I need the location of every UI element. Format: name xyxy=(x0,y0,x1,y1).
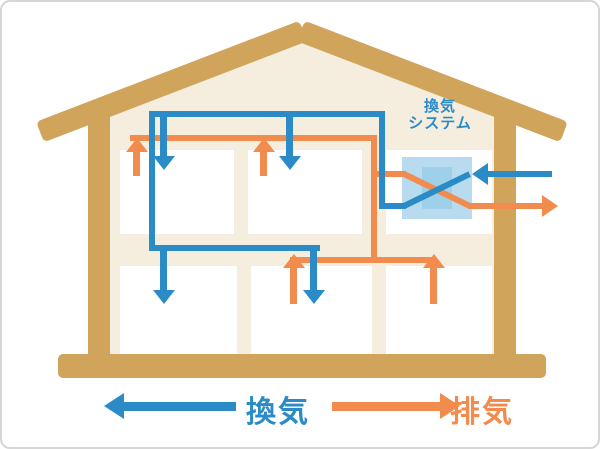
supply-vent-arrow-icon xyxy=(279,156,301,170)
supply-duct-top xyxy=(152,111,382,117)
legend-intake-arrow-body xyxy=(124,402,236,411)
legend-exhaust-label: 排気 xyxy=(450,395,514,430)
supply-vent-arrow-icon xyxy=(303,290,325,304)
exhaust-duct-lower xyxy=(290,257,436,263)
exhaust-vent-arrow-body xyxy=(290,268,297,304)
legend-exhaust-arrow-body xyxy=(332,402,440,411)
exhaust-vent-arrow-icon xyxy=(126,138,148,152)
supply-vent-arrow-icon xyxy=(153,156,175,170)
exhaust-riser xyxy=(371,135,377,263)
wall-right xyxy=(494,110,516,356)
supply-vent-arrow-body xyxy=(286,114,293,156)
exhaust-stub-to-unit xyxy=(371,171,406,177)
supply-vent-arrow-icon xyxy=(153,290,175,304)
supply-stub-to-unit xyxy=(379,203,406,209)
exhaust-vent-arrow-icon xyxy=(283,254,305,268)
supply-vent-arrow-body xyxy=(160,114,167,156)
legend: 換気 排気 xyxy=(2,382,598,432)
ventilation-system-label-line2: システム xyxy=(408,114,472,132)
outdoor-exhaust-arrow-icon xyxy=(542,195,558,217)
legend-intake-label: 換気 xyxy=(246,395,310,430)
house-foundation xyxy=(58,354,546,378)
exhaust-vent-arrow-body xyxy=(260,152,267,176)
supply-vent-arrow-body xyxy=(310,248,317,290)
exhaust-vent-arrow-body xyxy=(430,268,437,304)
outdoor-intake-pipe xyxy=(488,171,552,177)
room-lower-right xyxy=(386,266,492,354)
outdoor-intake-arrow-icon xyxy=(472,163,488,185)
supply-vent-arrow-body xyxy=(160,248,167,290)
room-upper-middle xyxy=(248,150,362,234)
supply-drop-left xyxy=(149,111,155,251)
exhaust-vent-arrow-icon xyxy=(423,254,445,268)
exhaust-vent-arrow-body xyxy=(133,152,140,176)
supply-duct-lower xyxy=(149,245,320,251)
outdoor-exhaust-pipe xyxy=(468,203,542,209)
room-lower-left xyxy=(120,266,237,354)
wall-left xyxy=(88,110,110,356)
supply-riser xyxy=(379,111,385,209)
legend-intake-arrow-icon xyxy=(104,393,124,419)
ventilation-system-label-line1: 換気 xyxy=(423,97,456,115)
exhaust-vent-arrow-icon xyxy=(253,138,275,152)
legend-exhaust-arrow-icon xyxy=(440,393,460,419)
ventilation-system-label: 換気 システム xyxy=(394,98,486,132)
